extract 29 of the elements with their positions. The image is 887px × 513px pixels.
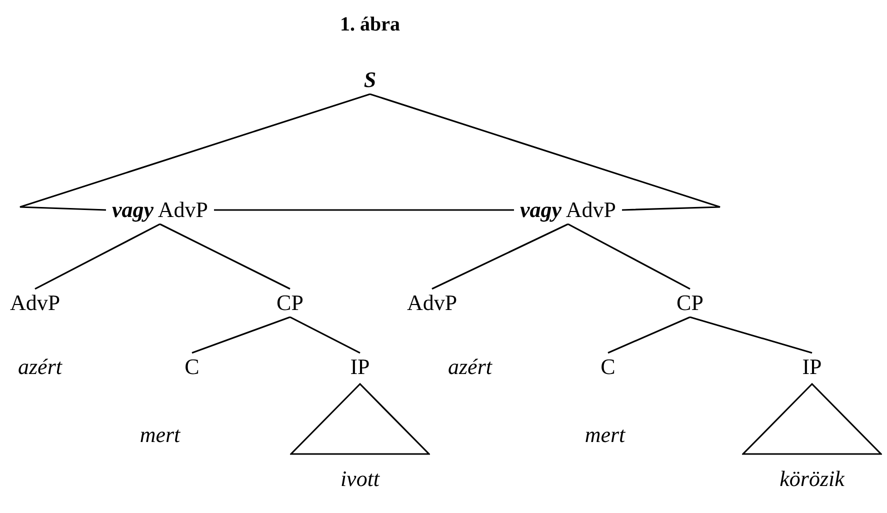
- phrase-label: C: [184, 354, 200, 380]
- word-label: mert: [140, 422, 180, 448]
- branch-line: [192, 316, 290, 354]
- phrase-label: AdvP: [10, 290, 60, 316]
- branch-line: [370, 93, 721, 211]
- branch-line: [568, 223, 690, 290]
- leaf-word: ivott: [340, 466, 380, 491]
- word-label: mert: [584, 422, 626, 448]
- branch-line: [214, 209, 514, 211]
- branch-line: [608, 316, 690, 354]
- figure-title: 1. ábra: [340, 14, 400, 36]
- phrase-label: S: [364, 68, 376, 92]
- leaf-word: körözik: [780, 466, 844, 491]
- phrase-label: IP: [350, 354, 370, 380]
- phrase-label: IP: [802, 354, 822, 380]
- branch-line: [160, 223, 290, 290]
- branch-line: [432, 223, 568, 290]
- phrase-label: C: [600, 354, 616, 380]
- word-label: azért: [448, 354, 492, 380]
- word-label: azért: [18, 354, 62, 380]
- phrase-label: vagy AdvP: [112, 198, 208, 222]
- phrase-label: CP: [676, 290, 704, 316]
- phrase-label: vagy AdvP: [520, 198, 616, 222]
- phrase-label: CP: [276, 290, 304, 316]
- phrase-label: AdvP: [406, 290, 458, 316]
- branch-line: [690, 316, 812, 354]
- branch-line: [34, 223, 160, 290]
- branch-line: [290, 316, 360, 354]
- branch-line: [19, 93, 370, 211]
